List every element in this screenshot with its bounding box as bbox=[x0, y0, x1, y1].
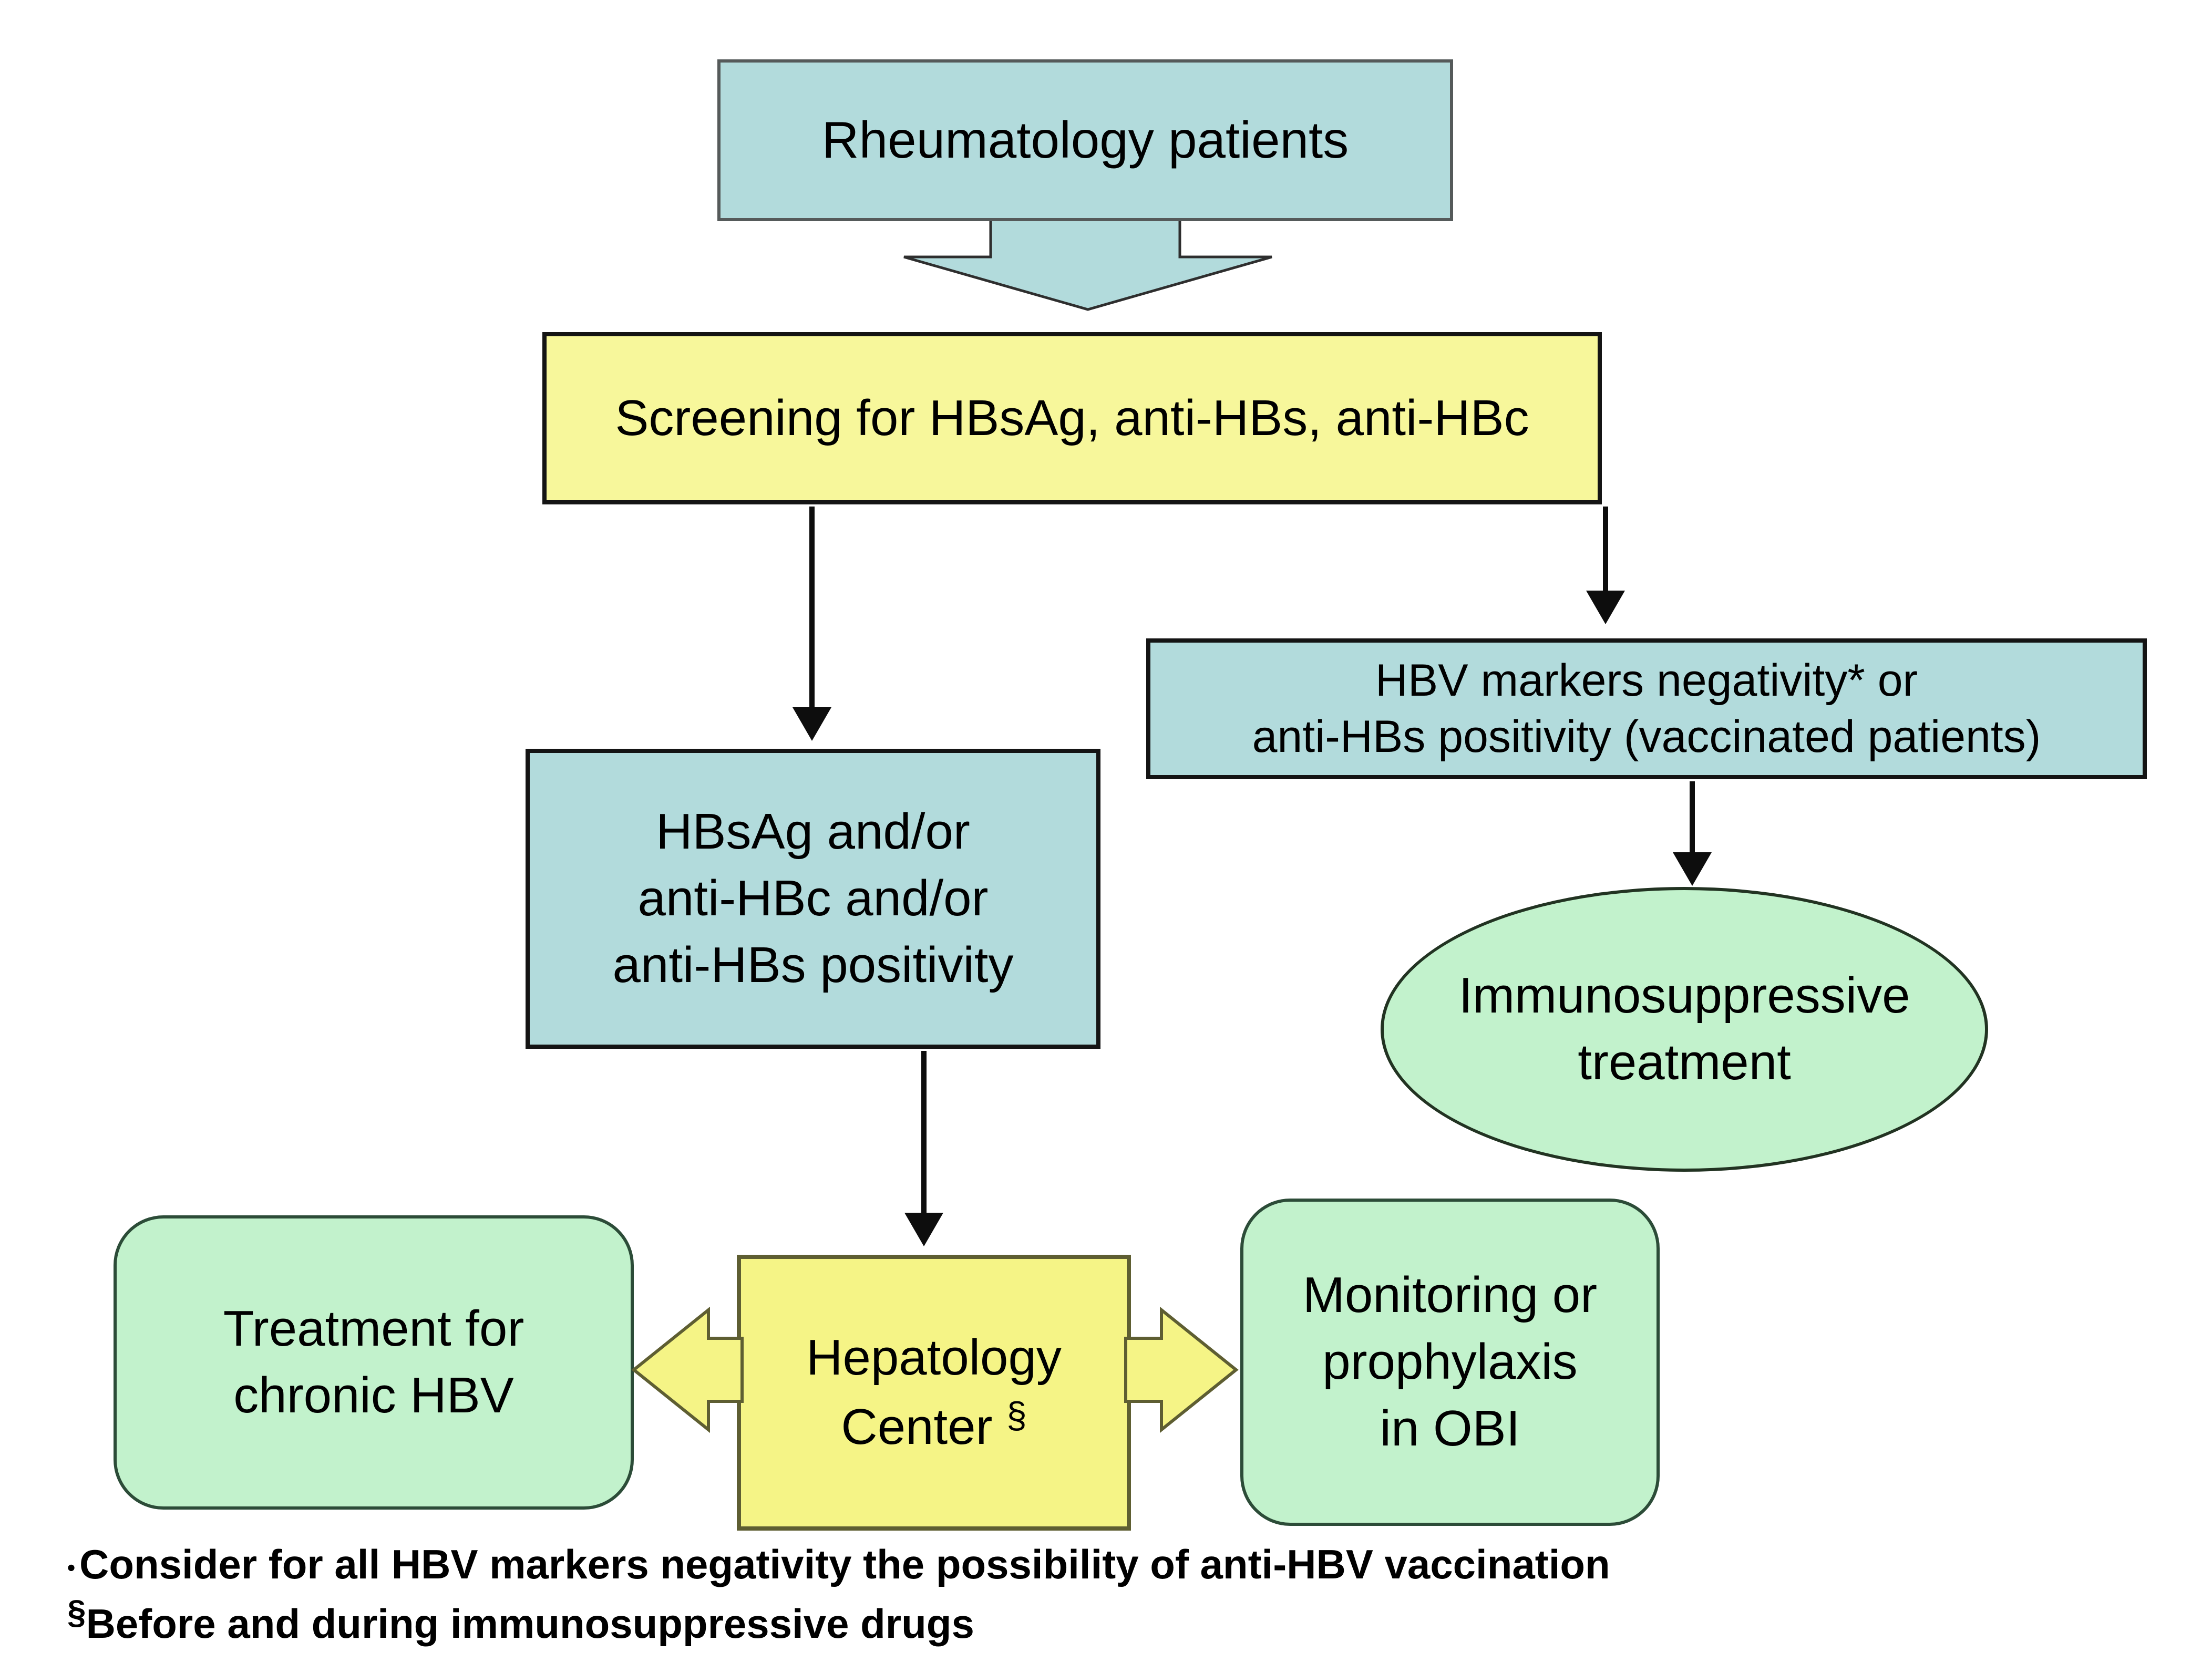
footnote-immunosuppressive-drugs: §Before and during immunosuppressive dru… bbox=[67, 1591, 1610, 1650]
node-label-line: anti-HBs positivity (vaccinated patients… bbox=[1252, 711, 2041, 762]
node-treatment-chronic-hbv: Treatment for chronic HBV bbox=[114, 1215, 634, 1510]
screening-to-negativity-arrowhead bbox=[1586, 591, 1625, 624]
negativity-to-immunosuppressive-arrowhead bbox=[1673, 852, 1712, 886]
node-rheumatology-patients: Rheumatology patients bbox=[717, 59, 1453, 221]
node-label-text: Center bbox=[841, 1399, 993, 1455]
node-label-line: HBV markers negativity* or bbox=[1375, 655, 1918, 706]
node-screening: Screening for HBsAg, anti-HBs, anti-HBc bbox=[542, 332, 1602, 504]
node-label-line: chronic HBV bbox=[233, 1367, 514, 1423]
node-label-line: HBsAg and/or bbox=[656, 803, 970, 860]
section-marker: § bbox=[67, 1593, 86, 1631]
node-label-line: Treatment for bbox=[223, 1300, 524, 1357]
node-hepatology-center: Hepatology Center § bbox=[737, 1255, 1131, 1531]
node-label-line: Immunosuppressive bbox=[1458, 967, 1910, 1024]
node-label-line: treatment bbox=[1578, 1034, 1791, 1090]
hepatology-to-obi-block-arrow bbox=[1124, 1306, 1239, 1433]
node-label-line: Hepatology bbox=[806, 1329, 1062, 1386]
node-label-line: in OBI bbox=[1380, 1400, 1520, 1457]
node-hbv-markers-negativity: HBV markers negativity* or anti-HBs posi… bbox=[1146, 638, 2147, 779]
footnote-text: Before and during immunosuppressive drug… bbox=[86, 1600, 974, 1647]
node-hbv-markers-positivity: HBsAg and/or anti-HBc and/or anti-HBs po… bbox=[526, 749, 1100, 1049]
node-label-line: Monitoring or bbox=[1302, 1267, 1598, 1324]
footnotes: •Consider for all HBV markers negativity… bbox=[67, 1538, 1610, 1650]
footnote-vaccination: •Consider for all HBV markers negativity… bbox=[67, 1538, 1610, 1591]
node-monitoring-prophylaxis-obi: Monitoring or prophylaxis in OBI bbox=[1240, 1199, 1660, 1526]
node-label-line: anti-HBc and/or bbox=[637, 870, 989, 927]
footnote-text: Consider for all HBV markers negativity … bbox=[79, 1541, 1610, 1587]
node-immunosuppressive-treatment: Immunosuppressive treatment bbox=[1381, 887, 1988, 1172]
node-label: Screening for HBsAg, anti-HBs, anti-HBc bbox=[615, 389, 1529, 446]
node-label-line: prophylaxis bbox=[1322, 1334, 1578, 1390]
screening-to-positivity-arrowhead bbox=[793, 707, 831, 741]
rheumatology-to-screening-block-arrow bbox=[903, 216, 1272, 311]
bullet-marker: • bbox=[67, 1555, 76, 1581]
positivity-to-hepatology-arrowhead bbox=[904, 1213, 943, 1246]
node-label: Rheumatology patients bbox=[821, 111, 1349, 169]
hepatology-to-chronic-block-arrow bbox=[631, 1306, 744, 1433]
node-label-line: anti-HBs positivity bbox=[612, 936, 1014, 993]
node-label-line: Center § bbox=[841, 1391, 1026, 1461]
section-mark: § bbox=[1006, 1394, 1027, 1436]
